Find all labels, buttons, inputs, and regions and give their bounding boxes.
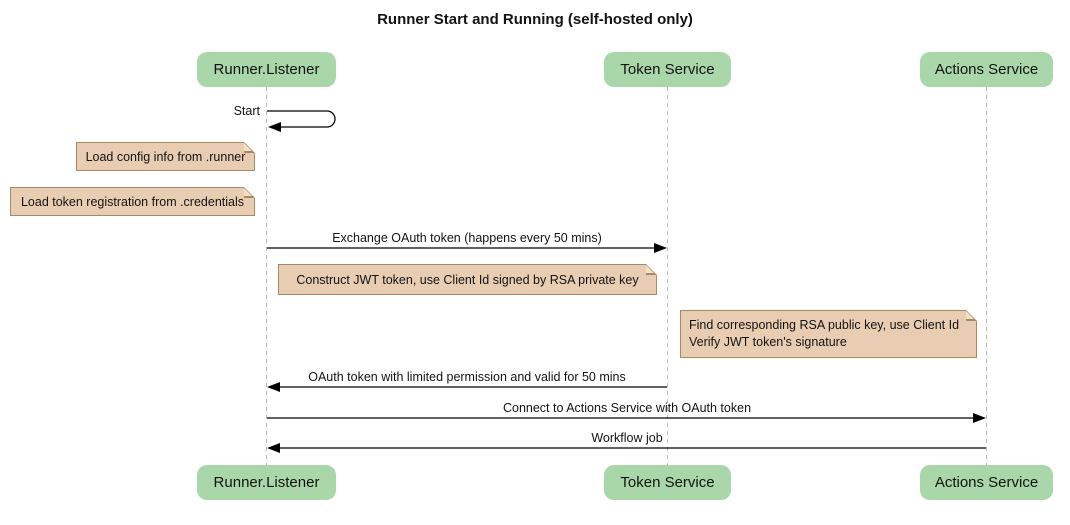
participant-token-service-bottom: Token Service — [604, 465, 731, 500]
diagram-title: Runner Start and Running (self-hosted on… — [377, 11, 693, 28]
note-load-credentials: Load token registration from .credential… — [10, 187, 255, 216]
message-label-connect-actions: Connect to Actions Service with OAuth to… — [502, 401, 752, 415]
participant-actions-service-bottom: Actions Service — [920, 465, 1053, 500]
message-label-start: Start — [233, 104, 260, 118]
note-construct-jwt: Construct JWT token, use Client Id signe… — [278, 264, 657, 295]
message-label-exchange-oauth: Exchange OAuth token (happens every 50 m… — [332, 231, 602, 245]
note-find-rsa-key: Find corresponding RSA public key, use C… — [680, 310, 977, 358]
message-label-workflow-job: Workflow job — [591, 431, 663, 445]
message-label-oauth-return: OAuth token with limited permission and … — [308, 370, 626, 384]
participant-runner-listener-bottom: Runner.Listener — [197, 465, 336, 500]
participant-actions-service-top: Actions Service — [920, 52, 1053, 87]
self-arrow-start — [267, 110, 336, 128]
arrowhead-workflow-job-icon — [267, 443, 280, 453]
arrowhead-connect-actions-icon — [973, 413, 986, 423]
note-load-config: Load config info from .runner — [76, 142, 255, 171]
participant-token-service-top: Token Service — [604, 52, 731, 87]
participant-runner-listener-top: Runner.Listener — [197, 52, 336, 87]
note-find-rsa-key-line1: Find corresponding RSA public key, use C… — [689, 318, 960, 332]
arrowhead-exchange-oauth-icon — [654, 243, 667, 253]
arrowhead-start-icon — [268, 122, 281, 132]
note-find-rsa-key-line2: Verify JWT token's signature — [689, 335, 847, 349]
arrowhead-oauth-return-icon — [267, 382, 280, 392]
